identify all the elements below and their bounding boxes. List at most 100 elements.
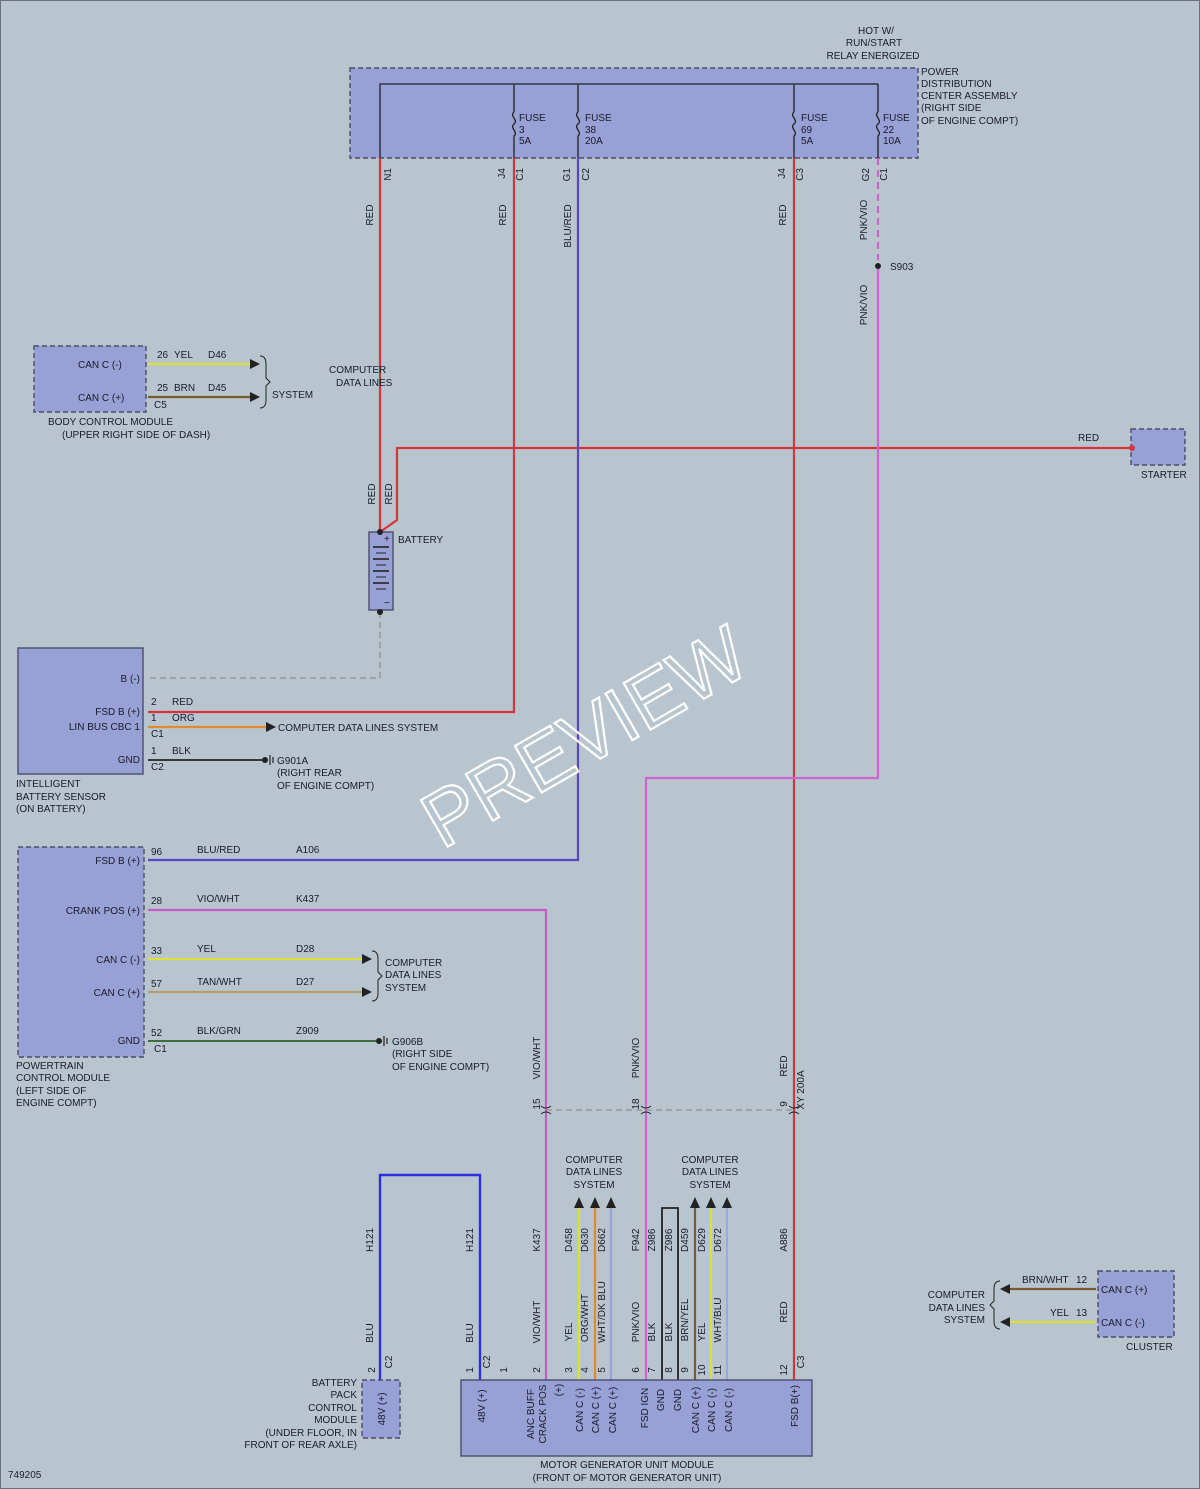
mgu-pin-7: 7 — [647, 1367, 658, 1373]
mgu-conn-c3: C3 — [796, 1355, 807, 1368]
pcm-cdl-2: DATA LINES — [385, 970, 442, 981]
mgu-blu-b: BLU — [465, 1323, 476, 1342]
hot-at-run-label: HOT W/ — [858, 26, 894, 37]
ibs-ground-3: OF ENGINE COMPT) — [277, 781, 374, 792]
cdl-group-right: COMPUTER DATA LINES SYSTEM — [681, 1155, 739, 1208]
mgu-color-orgwht: ORG/WHT — [580, 1294, 591, 1342]
pcm-ground-3: OF ENGINE COMPT) — [392, 1062, 489, 1073]
mgu-circuit-z986-b: Z986 — [664, 1228, 675, 1251]
cdl-left-1: COMPUTER — [565, 1155, 622, 1166]
pdc-box — [349, 67, 919, 159]
mgu-label-fsd-b: FSD B(+) — [790, 1385, 801, 1427]
bpcm-pin-number: 2 — [367, 1367, 378, 1373]
intelligent-battery-sensor: B (-) FSD B (+) LIN BUS CBC 1 GND 2 RED … — [16, 647, 438, 815]
mgu-pin-6: 6 — [631, 1367, 642, 1373]
inline-connector-label: XY 200A — [796, 1070, 807, 1110]
pcm-name-1: POWERTRAIN — [16, 1061, 84, 1072]
pdc-conn-c3: C3 — [795, 168, 806, 181]
cdl-group-left: COMPUTER DATA LINES SYSTEM — [565, 1155, 623, 1208]
wire-label-s903-pnkvio: PNK/VIO — [859, 285, 870, 326]
mgu-color-blk-b: BLK — [664, 1322, 675, 1341]
fuse-3-label: FUSE — [519, 113, 546, 124]
pcm-canpos-number: 57 — [151, 979, 163, 990]
inline-pin-18: 18 — [631, 1098, 642, 1110]
cdl-arrow-icon — [706, 1197, 716, 1208]
mgu-color-yel-a: YEL — [564, 1322, 575, 1341]
fuse-22-label: FUSE — [883, 113, 910, 124]
cdl-arrow-icon — [606, 1197, 616, 1208]
battery: + − BATTERY — [368, 529, 444, 615]
mgu-label-can-pos-a: CAN C (+) — [591, 1387, 602, 1433]
body-control-module: CAN C (-) CAN C (+) 26 YEL D46 25 BRN D4… — [33, 345, 393, 441]
bpcm-conn-c2: C2 — [384, 1355, 395, 1368]
mgu-pin-5: 5 — [597, 1367, 608, 1373]
bcm-pin2-color: BRN — [174, 383, 195, 394]
pcm-ground-1: G906B — [392, 1037, 423, 1048]
cluster-pin2-color: YEL — [1050, 1308, 1069, 1319]
mgu-color-whtblu: WHT/BLU — [713, 1298, 724, 1343]
starter: STARTER — [1129, 428, 1187, 481]
pcm-canneg-number: 33 — [151, 946, 163, 957]
mgu-circuit-k437: K437 — [532, 1228, 543, 1252]
mgu-pin-2: 2 — [532, 1367, 543, 1373]
bpcm-name-4: MODULE — [314, 1415, 357, 1426]
bcm-box — [33, 345, 147, 413]
bpcm-name-1: BATTERY — [312, 1378, 358, 1389]
bcm-pin2-circuit: D45 — [208, 383, 227, 394]
pdc-pin-g2: G2 — [861, 168, 872, 182]
bpcm-pin-48v: 48V (+) — [377, 1392, 388, 1425]
pdc-title-1: POWER — [921, 67, 959, 78]
pcm-canpos-color: TAN/WHT — [197, 977, 242, 988]
cdl-arrow-icon — [690, 1197, 700, 1208]
mgu-wire-labels: H121 H121 BLU BLU K437 D458 D630 D662 F9… — [365, 1228, 790, 1344]
bcm-pin1-number: 26 — [157, 350, 169, 361]
mgu-label-48v: 48V (+) — [477, 1389, 488, 1422]
bcm-pin-can-neg-label: CAN C (-) — [78, 360, 122, 371]
pcm-name-2: CONTROL MODULE — [16, 1073, 110, 1084]
wire-label-starter-red: RED — [1078, 433, 1099, 444]
pdc-pin-j4-a: J4 — [497, 168, 508, 179]
battery-label: BATTERY — [398, 535, 444, 546]
cluster-pin1-color: BRN/WHT — [1022, 1275, 1069, 1286]
mgu-name-1: MOTOR GENERATOR UNIT MODULE — [540, 1460, 714, 1471]
mgu-circuit-d459: D459 — [680, 1228, 691, 1252]
fuse-3-rating: 5A — [519, 136, 532, 147]
motor-generator-unit-module: 1 C2 1 2 3 4 5 6 7 8 9 10 11 12 C3 48V (… — [460, 1355, 813, 1484]
bpcm-name-5: (UNDER FLOOR, IN — [265, 1428, 357, 1439]
mgu-label-anc-buff: ANC BUFF — [526, 1389, 537, 1439]
fuse-22-symbol: FUSE 22 10A — [875, 111, 910, 158]
cdl-arrow-icon — [590, 1197, 600, 1208]
splice-s903-dot — [875, 263, 881, 269]
mgu-label-crack-pos: CRACK POS — [538, 1384, 549, 1443]
pcm-canpos-circuit: D27 — [296, 977, 315, 988]
pdc-conn-c1-b: C1 — [879, 168, 890, 181]
cluster-cdl-3: SYSTEM — [944, 1315, 985, 1326]
bpcm-name-6: FRONT OF REAR AXLE) — [244, 1440, 357, 1451]
bcm-name-2: (UPPER RIGHT SIDE OF DASH) — [62, 430, 210, 441]
wire-label-fuse3-red: RED — [498, 204, 509, 225]
cluster-cdl-2: DATA LINES — [929, 1303, 986, 1314]
hot-at-run-label-3: RELAY ENERGIZED — [827, 51, 920, 62]
ibs-pin-lin: LIN BUS CBC 1 — [69, 722, 141, 733]
pcm-pin-can-neg: CAN C (-) — [96, 955, 140, 966]
fuse-38-symbol: FUSE 38 20A — [575, 111, 612, 158]
ibs-lin-number: 1 — [151, 713, 157, 724]
bcm-pin2-number: 25 — [157, 383, 169, 394]
ibs-pin-fsd: FSD B (+) — [95, 707, 140, 718]
pcm-cdl-1: COMPUTER — [385, 958, 442, 969]
mgu-label-can-pos-b: CAN C (+) — [608, 1387, 619, 1433]
ground-g906b-icon — [376, 1036, 388, 1046]
bcm-pin-can-pos-label: CAN C (+) — [78, 393, 124, 404]
ibs-gnd-number: 1 — [151, 746, 157, 757]
ibs-ground-1: G901A — [277, 756, 308, 767]
pcm-fsd-number: 96 — [151, 847, 163, 858]
fuse-38-rating: 20A — [585, 136, 603, 147]
fuse-22-number: 22 — [883, 125, 895, 136]
mgu-circuit-d629: D629 — [697, 1228, 708, 1252]
pcm-gnd-number: 52 — [151, 1028, 163, 1039]
ibs-conn-c1: C1 — [151, 729, 164, 740]
ibs-fsd-number: 2 — [151, 697, 157, 708]
bcm-pin1-circuit: D46 — [208, 350, 227, 361]
mgu-blu-a: BLU — [365, 1323, 376, 1342]
mgu-circuit-a886: A886 — [779, 1228, 790, 1252]
